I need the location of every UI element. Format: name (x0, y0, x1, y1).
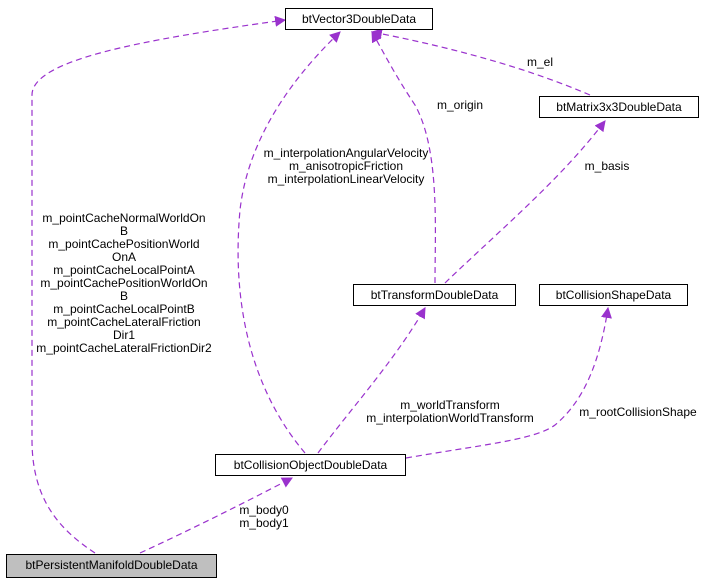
node-btTransformDoubleData[interactable]: btTransformDoubleData (353, 284, 516, 306)
edge-label-line: m_basis (584, 159, 630, 173)
edge-label-manifold-to-vec3: m_pointCacheNormalWorldOn B m_pointCache… (22, 212, 226, 355)
edge-label-transform-to-mat3: m_basis (570, 160, 644, 173)
edge-label-line: m_anisotropicFriction (288, 159, 404, 173)
edge-label-line: Dir1 (112, 328, 135, 342)
edge-label-line: m_interpolationAngularVelocity (263, 146, 429, 160)
edge-label-line: m_origin (436, 98, 484, 112)
edge-label-line: m_pointCacheLocalPointA (53, 263, 195, 277)
edge-label-line: B (119, 224, 128, 238)
edge-label-line: m_pointCacheLateralFriction (47, 315, 201, 329)
edge-label-line: m_pointCacheLateralFrictionDir2 (36, 341, 212, 355)
edge-label-line: m_interpolationWorldTransform (366, 411, 534, 425)
edge-label-line: m_pointCachePositionWorldOn (40, 276, 208, 290)
edge-label-line: m_pointCacheNormalWorldOn (42, 211, 206, 225)
edge-label-line: m_body1 (239, 516, 289, 530)
edge-label-colobj-to-shape: m_rootCollisionShape (570, 406, 706, 419)
edge-label-colobj-to-transform: m_worldTransform m_interpolationWorldTra… (355, 399, 545, 425)
edge-mat3-to-vec3 (370, 28, 591, 96)
node-btCollisionShapeData[interactable]: btCollisionShapeData (539, 284, 688, 306)
node-btMatrix3x3DoubleData[interactable]: btMatrix3x3DoubleData (539, 96, 699, 118)
node-btCollisionObjectDoubleData[interactable]: btCollisionObjectDoubleData (215, 454, 406, 476)
edge-label-line: m_pointCacheLocalPointB (53, 302, 195, 316)
edge-label-line: m_rootCollisionShape (579, 405, 697, 419)
edge-colobj-to-shape (405, 306, 612, 459)
edge-label-line: OnA (111, 250, 136, 264)
edge-label-line: m_pointCachePositionWorld (48, 237, 200, 251)
edge-manifold-to-vec3 (31, 15, 287, 554)
edge-label-line: m_el (526, 55, 553, 69)
edge-label-line: m_body0 (239, 503, 289, 517)
edge-label-transform-to-vec3: m_origin (425, 99, 495, 112)
edge-transform-to-mat3 (444, 120, 606, 284)
edge-colobj-to-vec3 (237, 31, 341, 454)
node-btPersistentManifoldDoubleData: btPersistentManifoldDoubleData (6, 554, 217, 578)
edge-label-line: B (119, 289, 128, 303)
edge-label-mat3-to-vec3: m_el (510, 56, 570, 69)
edge-manifold-to-colobj (139, 477, 293, 554)
edge-label-manifold-to-colobj: m_body0 m_body1 (232, 504, 296, 530)
node-btVector3DoubleData[interactable]: btVector3DoubleData (285, 8, 433, 30)
edge-colobj-to-transform (317, 307, 426, 454)
edge-label-colobj-to-vec3: m_interpolationAngularVelocity m_anisotr… (248, 147, 444, 186)
edge-label-line: m_worldTransform (400, 398, 500, 412)
edge-label-line: m_interpolationLinearVelocity (267, 172, 425, 186)
